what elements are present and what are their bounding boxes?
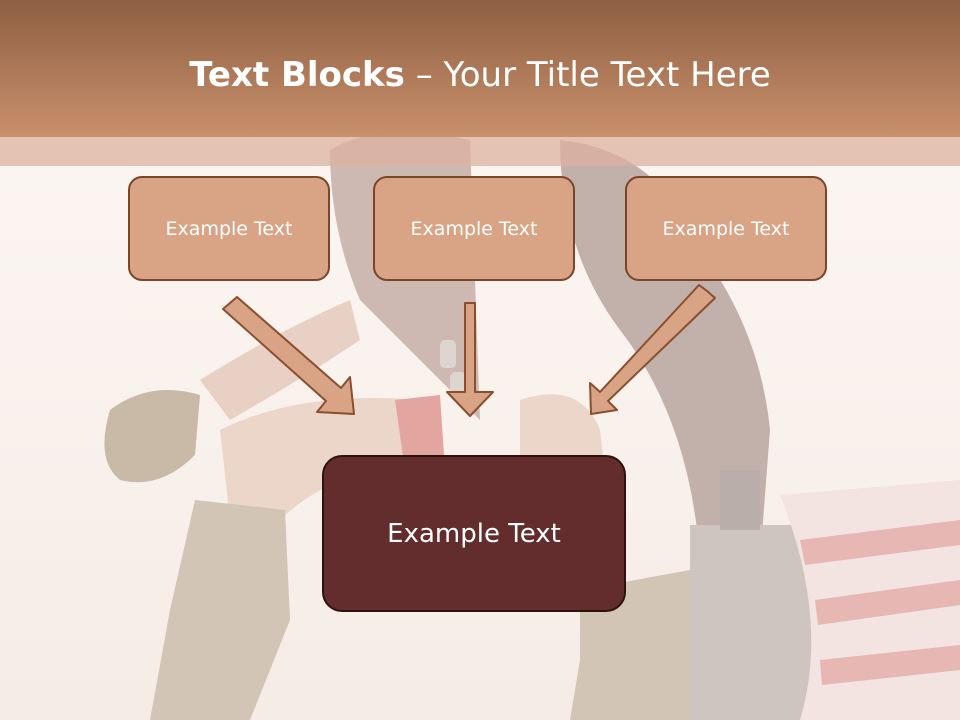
- text-box-main-label: Example Text: [387, 518, 561, 549]
- text-box-main[interactable]: Example Text: [322, 455, 626, 612]
- text-box-right-label: Example Text: [662, 217, 790, 240]
- arrow-right-icon: [589, 284, 716, 415]
- arrow-left-icon: [222, 296, 355, 415]
- title-strip: [0, 137, 960, 166]
- text-box-left[interactable]: Example Text: [128, 176, 330, 281]
- text-box-center[interactable]: Example Text: [373, 176, 575, 281]
- slide-title: Text Blocks – Your Title Text Here: [0, 52, 960, 98]
- text-box-center-label: Example Text: [410, 217, 538, 240]
- text-box-left-label: Example Text: [165, 217, 293, 240]
- title-band: [0, 0, 960, 137]
- arrow-center-icon: [446, 302, 494, 417]
- text-box-right[interactable]: Example Text: [625, 176, 827, 281]
- slide-title-rest: – Your Title Text Here: [404, 55, 771, 95]
- slide-title-bold: Text Blocks: [189, 55, 405, 95]
